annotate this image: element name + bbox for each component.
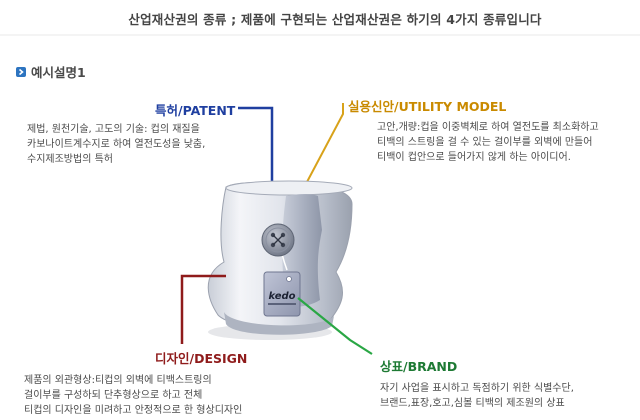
patent-line: 수지제조방법의 특허 xyxy=(27,154,113,165)
patent-description: 제법, 원천기술, 고도의 기술: 컵의 재질을 카보나이트계수지로 하여 열전… xyxy=(27,122,205,167)
brand-line: 브랜드,표장,호고,심볼 티백의 제조원의 상표 xyxy=(380,398,565,409)
design-heading: 디자인/DESIGN xyxy=(155,351,248,366)
section-label: 예시설명1 xyxy=(31,65,86,80)
brand-callout-line xyxy=(297,297,373,355)
design-line: 걸이부를 구성하되 단추형상으로 하고 전체 xyxy=(24,390,203,401)
page-title: 산업재산권의 종류 ; 제품에 구현되는 산업재산권은 하기의 4가지 종류입니… xyxy=(128,12,542,27)
cup-base xyxy=(224,312,334,335)
header-divider xyxy=(0,34,640,36)
brand-description: 자기 사업을 표시하고 독점하기 위한 식별수단, 브랜드,표장,호고,심볼 티… xyxy=(380,381,574,411)
patent-line: 카보나이트계수지로 하여 열전도성을 낮춤, xyxy=(27,139,206,150)
patent-heading: 특허/PATENT xyxy=(155,103,236,118)
design-description: 제품의 외관형상:티컵의 외벽에 티백스트링의 걸이부를 구성하되 단추형상으로… xyxy=(24,373,242,418)
patent-line: 제법, 원천기술, 고도의 기술: 컵의 재질을 xyxy=(27,124,200,135)
string-button-icon xyxy=(261,223,295,257)
patent-callout-line xyxy=(238,106,274,186)
utility-line: 고안,개량:컵을 이중벽체로 하여 열전도를 최소화하고 xyxy=(377,122,599,133)
design-line: 티컵의 디자인을 미려하고 안정적으로 한 형상디자인 xyxy=(24,405,243,416)
brand-tag-text: kedo xyxy=(268,291,295,302)
design-line: 제품의 외관형상:티컵의 외벽에 티백스트링의 xyxy=(24,375,212,386)
utility-model-description: 고안,개량:컵을 이중벽체로 하여 열전도를 최소화하고 티백의 스트링을 걸 … xyxy=(377,120,599,165)
utility-line: 티백이 컵안으로 들어가지 않게 하는 아이디어. xyxy=(377,152,571,163)
section-heading: 예시설명1 xyxy=(16,62,86,81)
utility-model-heading: 실용신안/UTILITY MODEL xyxy=(348,99,507,114)
brand-heading: 상표/BRAND xyxy=(380,359,458,374)
utility-callout-line xyxy=(289,103,344,215)
utility-line: 티백의 스트링을 걸 수 있는 걸이부를 외벽에 만들어 xyxy=(377,137,593,148)
brand-tag: kedo xyxy=(263,271,301,317)
arrow-bullet-icon xyxy=(16,66,26,77)
cup-rim xyxy=(225,180,353,196)
brand-line: 자기 사업을 표시하고 독점하기 위한 식별수단, xyxy=(380,383,574,394)
design-callout-line xyxy=(180,274,226,344)
